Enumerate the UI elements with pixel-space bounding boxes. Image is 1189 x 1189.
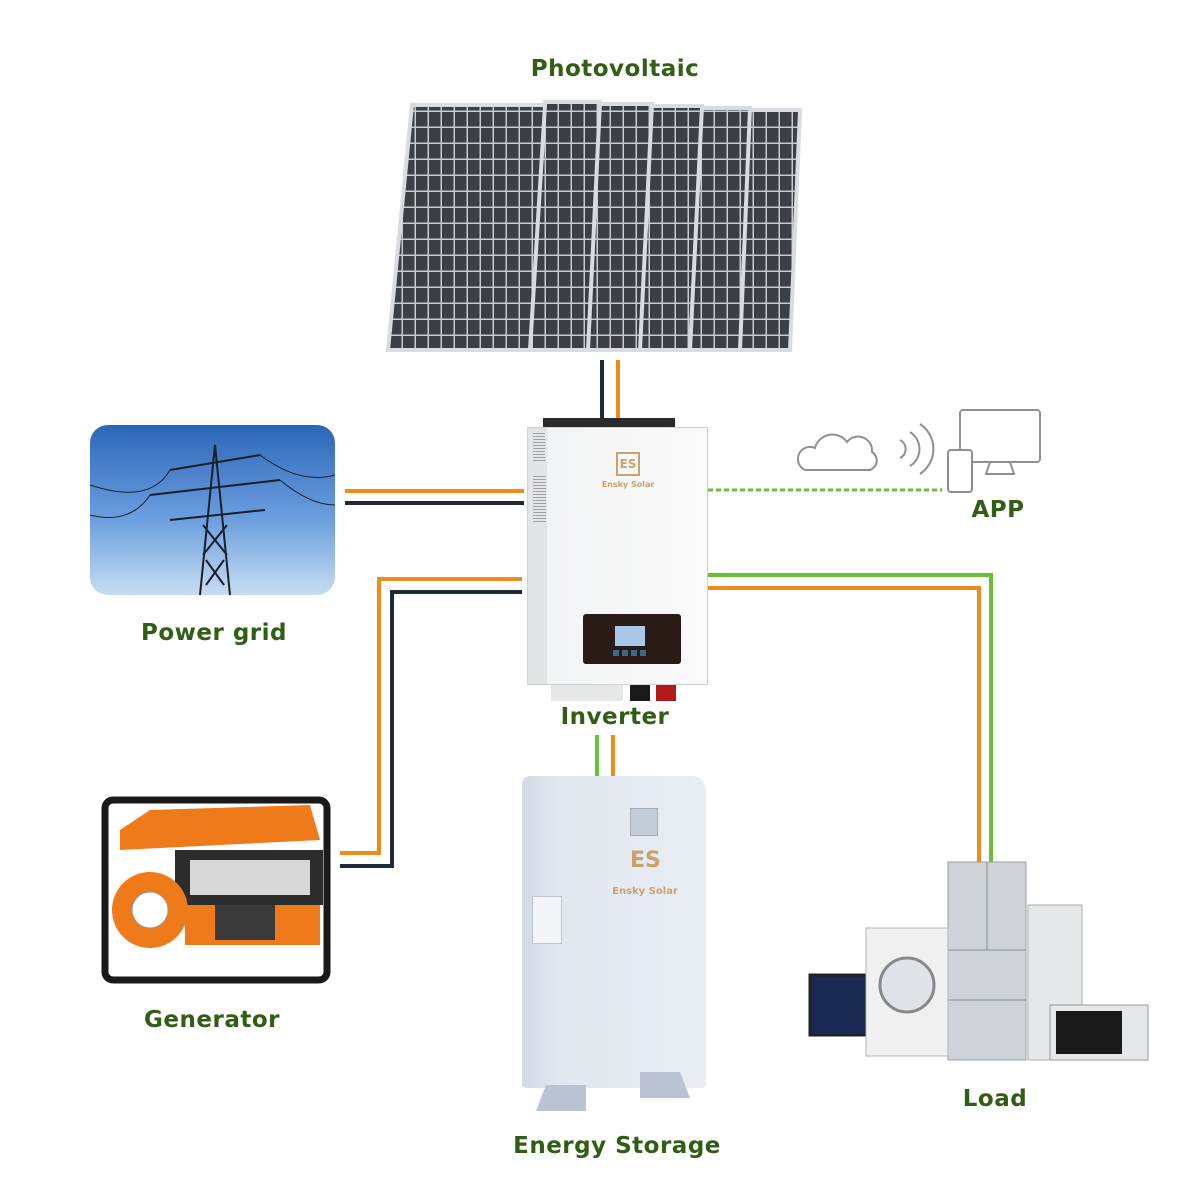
control-buttons [613, 650, 649, 656]
inverter: ES Ensky Solar [527, 418, 708, 703]
tv-icon [808, 973, 868, 1037]
load-wire-green [707, 573, 993, 862]
inverter-body: ES Ensky Solar [527, 427, 708, 685]
battery-status-panel [630, 808, 658, 836]
inverter-label: Inverter [560, 704, 670, 730]
battery-handle [532, 896, 562, 944]
cloud-icon [796, 433, 878, 471]
generator-wire-navy [340, 590, 522, 868]
monitor-icon [959, 409, 1041, 463]
terminal-red [656, 685, 676, 701]
lcd-screen [615, 626, 645, 646]
pylon-icon [90, 444, 335, 595]
power-grid-image [90, 425, 335, 595]
terminal-black [630, 685, 650, 701]
app-label: APP [971, 497, 1025, 523]
photovoltaic-label: Photovoltaic [530, 56, 700, 82]
energy-storage-label: Energy Storage [513, 1133, 721, 1159]
es-logo: ES [616, 452, 640, 476]
energy-storage-battery: ES Ensky Solar [522, 776, 706, 1088]
vent [533, 476, 546, 524]
inverter-display-panel [583, 614, 681, 664]
vent [533, 433, 545, 463]
es-logo: ES [630, 848, 661, 873]
phone-icon [947, 449, 973, 493]
brand-name: Ensky Solar [612, 886, 678, 897]
solar-panel [385, 103, 548, 352]
wifi-icon [899, 423, 935, 475]
generator-label: Generator [144, 1007, 280, 1033]
brand-name: Ensky Solar [601, 480, 655, 489]
power-grid-label: Power grid [140, 620, 288, 646]
load-wire-orange [707, 586, 981, 862]
inverter-base [551, 685, 623, 701]
load-label: Load [962, 1086, 1028, 1112]
generator-wire-orange [340, 577, 522, 855]
